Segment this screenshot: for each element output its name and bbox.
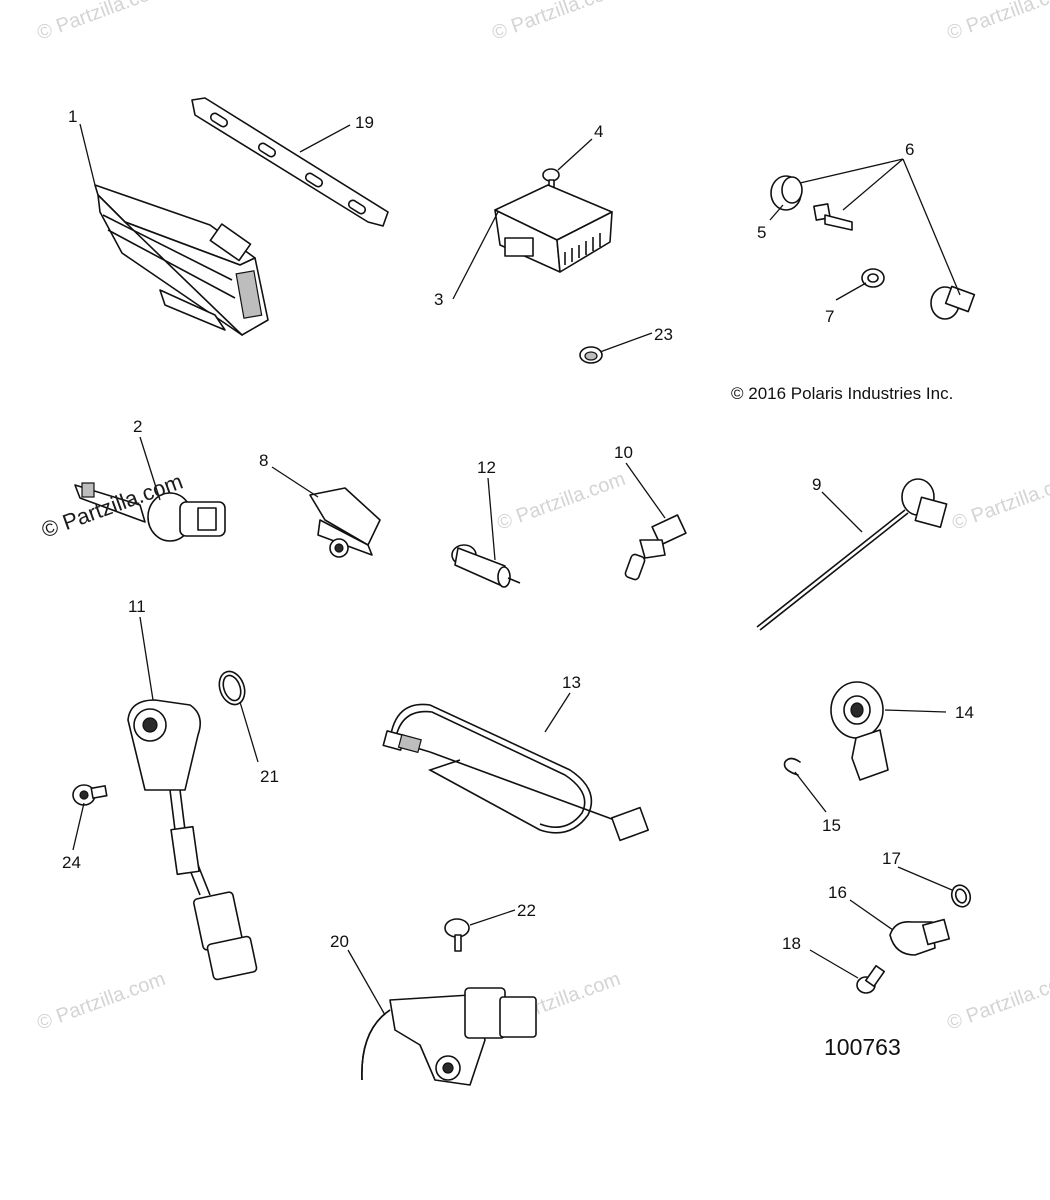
callout-17: 17 xyxy=(882,849,901,868)
callout-20: 20 xyxy=(330,932,349,951)
cooling-fins xyxy=(564,233,601,265)
callout-9: 9 xyxy=(812,475,821,494)
part-6-sensor xyxy=(930,285,976,320)
watermark: © Partzilla.com xyxy=(949,468,1050,535)
callout-14: 14 xyxy=(955,703,974,722)
watermark: © Partzilla.com xyxy=(494,468,628,535)
watermark: © Partzilla.com xyxy=(34,968,168,1035)
callout-8: 8 xyxy=(259,451,268,470)
part-16-speed-sensor xyxy=(889,918,951,956)
part-12-sensor-cylinder xyxy=(451,544,521,588)
part-1-ecu-module xyxy=(94,184,269,336)
callout-16: 16 xyxy=(828,883,847,902)
part-13-wiring-harness xyxy=(382,703,649,842)
part-10-temp-sensor xyxy=(624,514,687,581)
part-5-sensor-cap xyxy=(770,175,803,211)
part-14-knock-sensor xyxy=(830,681,889,781)
leader-lines xyxy=(72,123,961,1016)
part-23-grommet xyxy=(579,346,603,364)
callout-15: 15 xyxy=(822,816,841,835)
watermark: © Partzilla.com xyxy=(489,0,623,45)
part-3-control-box xyxy=(494,184,613,273)
callout-4: 4 xyxy=(594,122,603,141)
watermark: © Partzilla.com xyxy=(944,968,1050,1035)
part-24-screw xyxy=(72,784,108,806)
callout-10: 10 xyxy=(614,443,633,462)
callout-5: 5 xyxy=(757,223,766,242)
callout-24: 24 xyxy=(62,853,81,872)
watermark: © Partzilla.com xyxy=(944,0,1050,45)
callout-1: 1 xyxy=(68,107,77,126)
part-21-o-ring xyxy=(218,670,246,706)
part-7-washer xyxy=(861,268,885,288)
part-22-screw xyxy=(444,918,470,952)
callout-13: 13 xyxy=(562,673,581,692)
part-9-probe-sensor xyxy=(756,478,948,631)
watermark: © Partzilla.com xyxy=(34,0,168,45)
callout-7: 7 xyxy=(825,307,834,326)
callout-3: 3 xyxy=(434,290,443,309)
part-8-map-sensor xyxy=(309,487,381,558)
part-6-sensor-clip xyxy=(813,203,853,231)
callout-21: 21 xyxy=(260,767,279,786)
diagram-id: 100763 xyxy=(824,1034,901,1060)
part-15-clip xyxy=(783,757,801,776)
part-19-mounting-bracket xyxy=(191,97,389,227)
callout-19: 19 xyxy=(355,113,374,132)
callout-11: 11 xyxy=(128,597,146,616)
part-20-idle-air-valve xyxy=(361,987,537,1086)
copyright-notice: © 2016 Polaris Industries Inc. xyxy=(731,384,953,403)
callout-18: 18 xyxy=(782,934,801,953)
callout-2: 2 xyxy=(133,417,142,436)
part-17-o-ring xyxy=(950,884,972,908)
part-11-throttle-sensor xyxy=(127,699,258,981)
callout-6: 6 xyxy=(905,140,914,159)
callout-22: 22 xyxy=(517,901,536,920)
part-2-sensor-connector xyxy=(74,482,226,542)
callout-23: 23 xyxy=(654,325,673,344)
callout-12: 12 xyxy=(477,458,496,477)
part-18-screw xyxy=(856,964,886,994)
callout-labels: 1 19 4 3 23 6 5 7 2 8 12 10 9 11 21 24 1… xyxy=(62,107,974,953)
